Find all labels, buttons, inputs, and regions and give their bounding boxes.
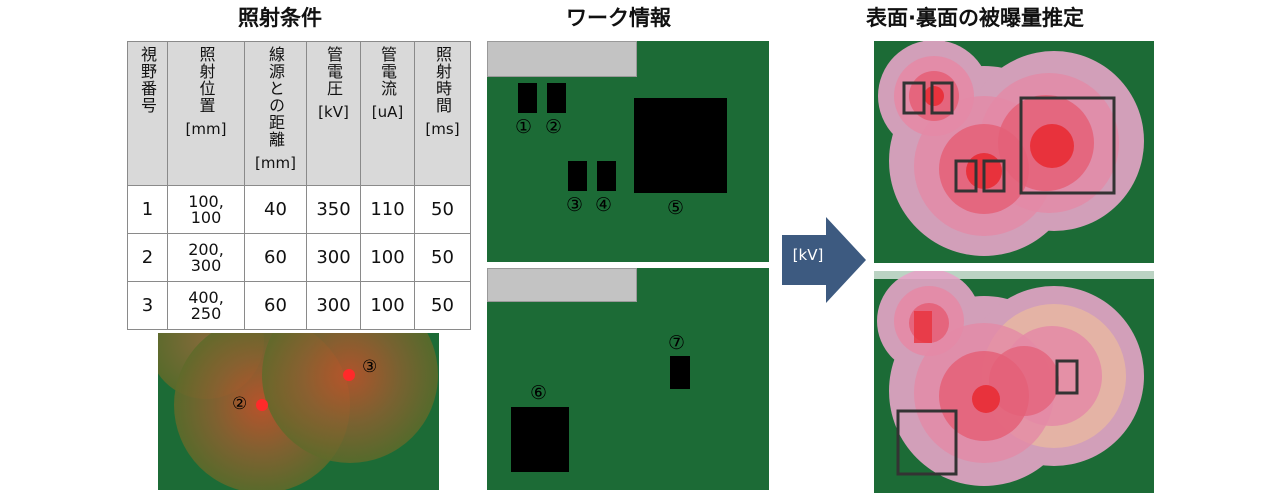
cell-distance: 40 — [244, 185, 307, 234]
work-board-back: ⑦ ⑥ — [487, 268, 769, 490]
dose-map-back-svg — [874, 271, 1154, 493]
cell-position: 200,300 — [167, 233, 245, 282]
cell-distance: 60 — [244, 281, 307, 330]
work-board-front: ① ② ③ ④ ⑤ — [487, 41, 769, 262]
fov-center-3 — [343, 369, 355, 381]
header-time: 照射時間[ms] — [414, 41, 471, 186]
component-6 — [511, 407, 569, 472]
cell-position: 100,100 — [167, 185, 245, 234]
conditions-table: 視野番号 照射位置[mm] 線源との距離[mm] 管電圧[kV] 管電流[uA]… — [127, 41, 471, 330]
cell-fov: 2 — [127, 233, 168, 282]
component-1 — [518, 83, 537, 113]
dose-map-back — [874, 271, 1154, 493]
header-fov: 視野番号 — [127, 41, 168, 186]
cell-time: 50 — [414, 281, 471, 330]
header-position: 照射位置[mm] — [167, 41, 245, 186]
dose-map-front — [874, 41, 1154, 263]
component-label-5: ⑤ — [667, 197, 685, 219]
arrow-icon — [782, 217, 866, 303]
component-label-7: ⑦ — [668, 332, 686, 354]
table-row: 1 100,100 40 350 110 50 — [127, 185, 471, 234]
component-2 — [547, 83, 566, 113]
dose-estimate-title: 表面·裏面の被曝量推定 — [866, 6, 1084, 30]
component-label-2: ② — [545, 116, 563, 138]
fov-center-2 — [256, 399, 268, 411]
cell-position: 400,250 — [167, 281, 245, 330]
arrow-label: [kV] — [792, 246, 824, 264]
cell-distance: 60 — [244, 233, 307, 282]
cell-current: 100 — [360, 233, 415, 282]
header-voltage: 管電圧[kV] — [306, 41, 361, 186]
fov-circle-3 — [262, 333, 438, 463]
dose-map-front-svg — [874, 41, 1154, 263]
header-distance: 線源との距離[mm] — [244, 41, 307, 186]
fov-marker-3: ③ — [362, 357, 378, 377]
component-7 — [670, 356, 690, 389]
table-row: 2 200,300 60 300 100 50 — [127, 233, 471, 282]
cell-voltage: 350 — [306, 185, 361, 234]
cell-fov: 1 — [127, 185, 168, 234]
fov-map-svg — [158, 333, 439, 490]
component-4 — [597, 161, 616, 191]
cell-time: 50 — [414, 233, 471, 282]
component-label-4: ④ — [595, 194, 613, 216]
work-info-title: ワーク情報 — [566, 6, 671, 30]
fov-marker-2: ② — [232, 394, 248, 414]
cell-voltage: 300 — [306, 281, 361, 330]
component-label-6: ⑥ — [530, 382, 548, 404]
component-label-3: ③ — [566, 194, 584, 216]
header-current: 管電流[uA] — [360, 41, 415, 186]
cell-time: 50 — [414, 185, 471, 234]
board-label-strip — [487, 41, 637, 77]
cell-current: 110 — [360, 185, 415, 234]
component-label-1: ① — [515, 116, 533, 138]
component-5 — [634, 98, 727, 193]
conditions-title: 照射条件 — [238, 6, 322, 30]
cell-voltage: 300 — [306, 233, 361, 282]
component-3 — [568, 161, 587, 191]
cell-fov: 3 — [127, 281, 168, 330]
cell-current: 100 — [360, 281, 415, 330]
fov-map: ② ③ — [158, 333, 439, 490]
table-row: 3 400,250 60 300 100 50 — [127, 281, 471, 330]
board-label-strip-back — [487, 268, 637, 302]
